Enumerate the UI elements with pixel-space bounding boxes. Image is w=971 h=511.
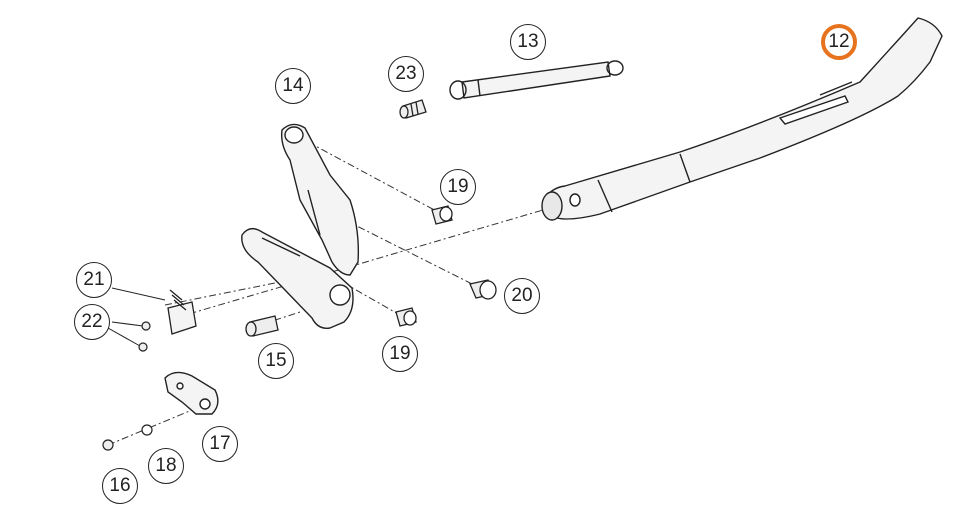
callout-16: 16 (102, 468, 138, 504)
nut-part-20 (469, 279, 497, 300)
leader-line-22a (111, 321, 144, 327)
bushing-part-15 (245, 315, 279, 337)
callout-18: 18 (148, 448, 184, 484)
callout-19-upper: 19 (440, 169, 476, 205)
callout-22: 22 (74, 304, 110, 340)
callout-20: 20 (504, 278, 540, 314)
callout-23: 23 (388, 56, 424, 92)
axis-line-12 (174, 204, 561, 319)
callout-17: 17 (202, 426, 238, 462)
side-stand-part-12 (541, 17, 943, 221)
bolt-part-19-lower (395, 307, 417, 327)
leader-line-22b (107, 327, 141, 347)
bracket-part-17 (164, 371, 219, 415)
axis-line-21 (164, 281, 281, 306)
axis-line-14-19 (294, 134, 441, 214)
callout-15: 15 (258, 343, 294, 379)
axis-line-15 (259, 311, 301, 326)
mounting-plate (241, 227, 354, 329)
bracket-part-14 (280, 123, 360, 276)
bolt-part-19-upper (431, 205, 453, 225)
spring-part-13 (449, 60, 624, 100)
callout-21: 21 (76, 262, 112, 298)
washer-part-18 (141, 424, 153, 436)
screw-part-16 (102, 439, 114, 451)
axis-line-20 (344, 219, 481, 289)
callout-19-lower: 19 (382, 336, 418, 372)
bolt-part-23 (399, 99, 427, 119)
clamp-part-21 (167, 289, 197, 335)
screws-part-22 (138, 321, 151, 352)
leader-line-21 (111, 287, 166, 301)
callout-14: 14 (275, 68, 311, 104)
callout-13: 13 (510, 24, 546, 60)
callout-12: 12 (821, 24, 857, 60)
